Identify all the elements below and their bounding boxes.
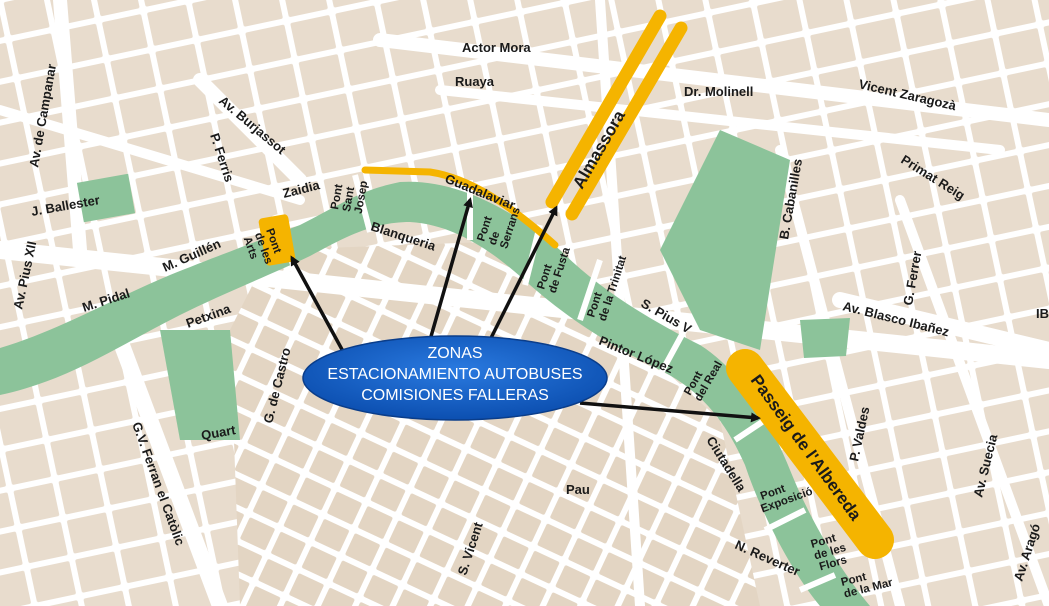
svg-text:Sant: Sant [341, 186, 357, 213]
street-actor-mora: Actor Mora [462, 40, 531, 55]
arrow-to-alberdea [579, 401, 761, 423]
bridge-labels: Pont de les Arts Pont Sant Josep Pont de… [241, 180, 895, 601]
svg-text:de: de [487, 230, 503, 246]
turia-riverbed [0, 181, 870, 606]
street-pau: Pau [566, 482, 590, 497]
callout-ellipse [302, 335, 608, 421]
bridge-label-pont-flors: Pont de les Flors [810, 532, 849, 573]
street-ruaya: Ruaya [455, 74, 495, 89]
callout: ZONAS ESTACIONAMIENTO AUTOBUSES COMISION… [302, 335, 608, 421]
bridge-label-pont-sant-josep: Pont Sant Josep [329, 180, 371, 215]
callout-line-1: ZONAS [427, 345, 482, 362]
street-ib: IB [1036, 306, 1049, 321]
arrow-to-almassora [488, 205, 558, 341]
parks [76, 130, 850, 440]
zone-arrows [290, 197, 761, 423]
svg-text:Pont: Pont [329, 183, 345, 210]
street-dr-molinell: Dr. Molinell [684, 84, 753, 99]
parking-zones [258, 9, 894, 559]
old-town-blocks [230, 240, 760, 606]
svg-text:Josep: Josep [353, 180, 371, 215]
callout-line-3: COMISIONES FALLERAS [361, 387, 549, 404]
arrow-to-guadalaviar [428, 197, 473, 341]
callout-line-2: ESTACIONAMIENTO AUTOBUSES [327, 366, 582, 383]
street-quart: Quart [200, 422, 237, 443]
arrow-to-pont-arts [290, 255, 347, 356]
